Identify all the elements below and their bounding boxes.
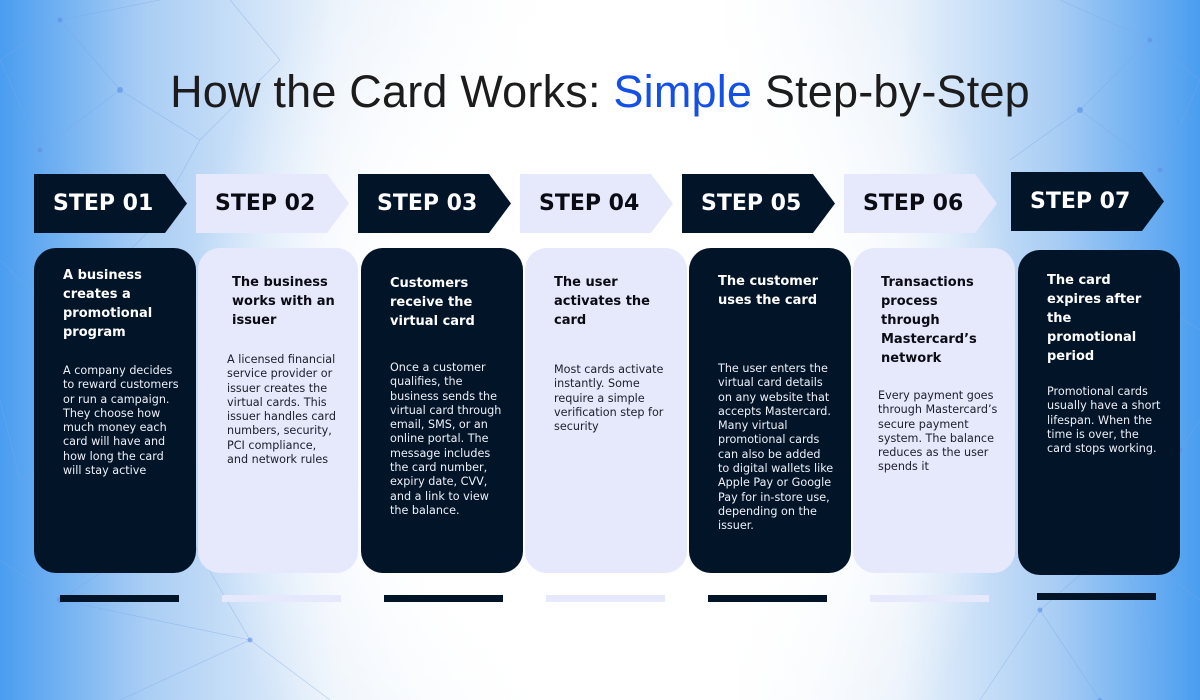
card-heading: A business creates a promotional program <box>63 268 153 340</box>
card-description: Every payment goes through Mastercard’s … <box>878 389 998 474</box>
step-tab-04: STEP 04 <box>520 174 673 233</box>
step-card-01: A business creates a promotional program… <box>34 248 196 573</box>
step-tab-07: STEP 07 <box>1011 172 1164 231</box>
step-card-04: The user activates the card Most cards a… <box>525 248 687 573</box>
card-description: Most cards activate instantly. Some requ… <box>554 363 664 434</box>
card-heading: Customers receive the virtual card <box>390 276 475 329</box>
card-description: A company decides to reward customers or… <box>63 364 179 478</box>
step-bar-02 <box>222 595 341 602</box>
step-bar-06 <box>870 595 989 602</box>
step-bar-05 <box>708 595 827 602</box>
step-label: STEP 02 <box>215 191 316 216</box>
step-bar-01 <box>60 595 179 602</box>
title-suffix: Step-by-Step <box>752 66 1030 117</box>
step-tab-03: STEP 03 <box>358 174 511 233</box>
step-label: STEP 04 <box>539 191 640 216</box>
step-tab-02: STEP 02 <box>196 174 349 233</box>
card-description: Once a customer qualifies, the business … <box>390 361 502 517</box>
step-card-02: The business works with an issuer A lice… <box>198 248 358 573</box>
step-label: STEP 01 <box>53 191 154 216</box>
card-description: A licensed financial service provider or… <box>227 353 336 467</box>
card-description: Promotional cards usually have a short l… <box>1047 385 1161 456</box>
card-description: The user enters the virtual card details… <box>718 362 834 533</box>
step-label: STEP 03 <box>377 191 478 216</box>
page-title: How the Card Works: Simple Step-by-Step <box>0 66 1200 118</box>
step-card-05: The customer uses the card The user ente… <box>689 248 851 573</box>
step-tab-01: STEP 01 <box>34 174 187 233</box>
card-heading: Transactions process through Mastercard’… <box>881 275 977 366</box>
step-tab-05: STEP 05 <box>682 174 835 233</box>
title-prefix: How the Card Works: <box>170 66 614 117</box>
title-accent: Simple <box>613 66 753 117</box>
card-heading: The card expires after the promotional p… <box>1047 273 1142 364</box>
step-bar-07 <box>1037 593 1156 600</box>
step-label: STEP 05 <box>701 191 802 216</box>
step-label: STEP 06 <box>863 191 964 216</box>
card-heading: The customer uses the card <box>718 274 819 308</box>
step-tab-06: STEP 06 <box>844 174 997 233</box>
step-bar-04 <box>546 595 665 602</box>
card-heading: The business works with an issuer <box>232 275 335 328</box>
step-card-03: Customers receive the virtual card Once … <box>361 248 523 573</box>
step-bar-03 <box>384 595 503 602</box>
step-label: STEP 07 <box>1030 189 1131 214</box>
step-card-07: The card expires after the promotional p… <box>1018 250 1180 575</box>
step-card-06: Transactions process through Mastercard’… <box>853 248 1015 573</box>
card-heading: The user activates the card <box>554 275 650 328</box>
